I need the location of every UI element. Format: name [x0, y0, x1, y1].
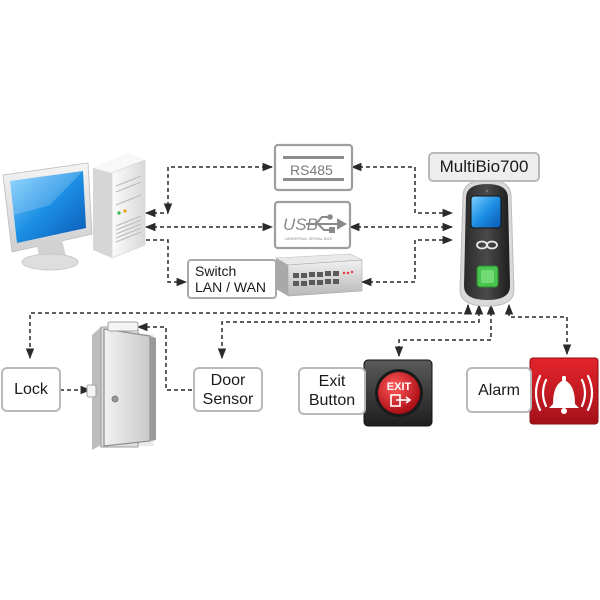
line-device-alarm — [504, 303, 572, 356]
exit-sign-text: EXIT — [387, 381, 412, 393]
line-pc-rs485 — [163, 162, 274, 215]
usb-trident-icon — [306, 214, 348, 233]
alarm-label: Alarm — [466, 367, 532, 413]
line-doorsensor-door — [136, 322, 192, 391]
exit-button-panel[interactable]: EXIT — [363, 359, 433, 427]
door-lock-block — [86, 384, 97, 398]
door-sensor-block — [107, 321, 139, 332]
line-device-exit — [394, 303, 496, 358]
usb-label: USB — [283, 215, 318, 234]
line-rs485-device — [350, 162, 454, 218]
desktop-computer-icon — [2, 153, 146, 271]
exit-button-label: Exit Button — [298, 367, 366, 415]
alarm-panel — [529, 357, 599, 425]
alarm-bell-icon — [549, 376, 579, 414]
switch-label: Switch LAN / WAN — [187, 259, 277, 299]
network-switch-icon — [274, 253, 364, 297]
multibio700-device — [459, 179, 515, 307]
line-pc-switch — [146, 213, 186, 282]
exit-door-arrow-icon — [390, 394, 412, 407]
infinity-logo-icon — [476, 240, 498, 250]
device-screen — [470, 195, 502, 229]
lock-label: Lock — [1, 367, 61, 412]
usb-interface: USB UNIVERSAL SERIAL BUS — [273, 200, 352, 250]
usb-sublabel: UNIVERSAL SERIAL BUS — [285, 236, 332, 241]
connection-lines — [25, 162, 572, 395]
line-switch-device — [360, 235, 454, 287]
door-icon — [86, 321, 156, 450]
rs485-interface: RS485 — [273, 143, 354, 192]
door-sensor-label: Door Sensor — [193, 367, 263, 412]
device-title: MultiBio700 — [428, 152, 540, 182]
rs485-label: RS485 — [290, 162, 333, 178]
